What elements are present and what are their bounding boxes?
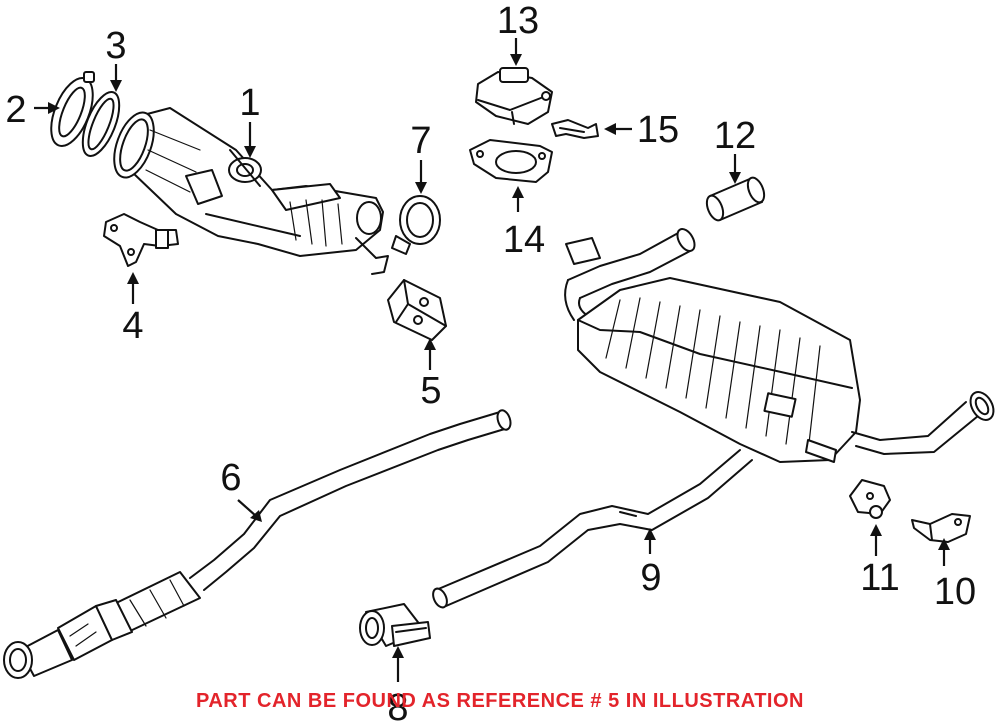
- part-12-tip-sleeve: [705, 176, 766, 222]
- callout-labels: 1 2 3 4 5 6 7 8 9 10 11 12 13 14 15: [5, 0, 976, 723]
- part-8-band-clamp: [359, 603, 431, 647]
- part-4-bracket: [103, 213, 179, 267]
- callout-2: 2: [5, 89, 26, 131]
- part-10-bracket: [911, 513, 971, 543]
- callout-4: 4: [122, 305, 143, 347]
- callout-9: 9: [640, 557, 661, 599]
- callout-8: 8: [387, 687, 408, 723]
- part-13-sensor: [475, 67, 553, 125]
- callout-14: 14: [503, 219, 545, 261]
- callout-5: 5: [420, 370, 441, 412]
- part-11-hanger: [849, 479, 891, 519]
- part-3-gasket: [81, 91, 121, 157]
- part-15-clip: [551, 119, 599, 139]
- callout-12: 12: [714, 115, 756, 157]
- callout-1: 1: [239, 82, 260, 124]
- part-1-catalytic-converter: [113, 107, 389, 275]
- callout-13: 13: [497, 0, 539, 42]
- callout-3: 3: [105, 25, 126, 67]
- callout-10: 10: [934, 571, 976, 613]
- part-7-clamp-ring: [391, 195, 441, 255]
- reference-footnote: PART CAN BE FOUND AS REFERENCE # 5 IN IL…: [196, 690, 804, 712]
- part-9-intermediate-pipe: [432, 449, 753, 609]
- part-6-front-pipe: [3, 409, 512, 679]
- part-14-mounting-plate: [469, 139, 553, 183]
- callout-15: 15: [637, 109, 679, 151]
- part-5-rubber-hanger: [387, 279, 447, 341]
- callout-7: 7: [410, 120, 431, 162]
- callout-6: 6: [220, 457, 241, 499]
- callout-11: 11: [860, 557, 899, 599]
- leader-arrows: [34, 38, 950, 682]
- muffler-assembly: [564, 228, 995, 463]
